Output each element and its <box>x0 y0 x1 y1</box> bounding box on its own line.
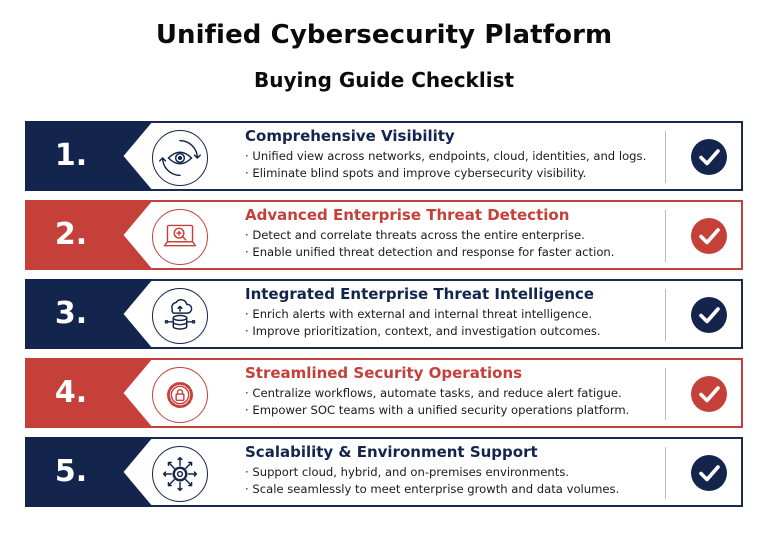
divider <box>665 289 666 341</box>
eye-icon <box>152 130 208 186</box>
divider <box>665 368 666 420</box>
item-number: 5. <box>54 454 88 489</box>
number-block: 3. <box>25 279 153 349</box>
divider <box>665 210 666 262</box>
checklist-item-5: 5. Scalability & Environment Support · S… <box>25 437 743 507</box>
page-title: Unified Cybersecurity Platform <box>155 20 613 50</box>
divider <box>665 131 666 183</box>
checkmark-icon <box>691 139 727 175</box>
number-block: 5. <box>25 437 153 507</box>
item-number: 2. <box>54 217 88 252</box>
item-bullet: · Unified view across networks, endpoint… <box>245 149 647 163</box>
item-bullet: · Eliminate blind spots and improve cybe… <box>245 166 587 180</box>
laptop-magnifier-icon <box>152 209 208 265</box>
checkmark-icon <box>691 297 727 333</box>
number-block: 2. <box>25 200 153 270</box>
checklist-item-2: 2. Advanced Enterprise Threat Detection … <box>25 200 743 270</box>
item-bullet: · Improve prioritization, context, and i… <box>245 324 601 338</box>
checklist-item-1: 1. Comprehensive Visibility · Unified vi… <box>25 121 743 191</box>
divider <box>665 447 666 499</box>
item-bullet: · Support cloud, hybrid, and on-premises… <box>245 465 570 479</box>
item-bullet: · Enrich alerts with external and intern… <box>245 307 593 321</box>
cloud-database-icon <box>152 288 208 344</box>
item-bullet: · Detect and correlate threats across th… <box>245 228 585 242</box>
item-bullet: · Enable unified threat detection and re… <box>245 245 615 259</box>
item-heading: Streamlined Security Operations <box>245 364 523 382</box>
number-block: 4. <box>25 358 153 428</box>
gear-lock-icon <box>152 367 208 423</box>
item-number: 1. <box>54 138 88 173</box>
item-heading: Integrated Enterprise Threat Intelligenc… <box>245 285 595 303</box>
item-heading: Advanced Enterprise Threat Detection <box>245 206 570 224</box>
checklist-item-4: 4. Streamlined Security Operations · Cen… <box>25 358 743 428</box>
item-bullet: · Centralize workflows, automate tasks, … <box>245 386 622 400</box>
checklist-item-3: 3. Integrated Enterprise Threat Intellig… <box>25 279 743 349</box>
checkmark-icon <box>691 376 727 412</box>
item-number: 3. <box>54 296 88 331</box>
checkmark-icon <box>691 218 727 254</box>
item-heading: Comprehensive Visibility <box>245 127 455 145</box>
gear-expand-icon <box>152 446 208 502</box>
item-heading: Scalability & Environment Support <box>245 443 538 461</box>
item-bullet: · Scale seamlessly to meet enterprise gr… <box>245 482 620 496</box>
number-block: 1. <box>25 121 153 191</box>
page-subtitle: Buying Guide Checklist <box>253 68 515 92</box>
item-bullet: · Empower SOC teams with a unified secur… <box>245 403 630 417</box>
item-number: 4. <box>54 375 88 410</box>
checkmark-icon <box>691 455 727 491</box>
